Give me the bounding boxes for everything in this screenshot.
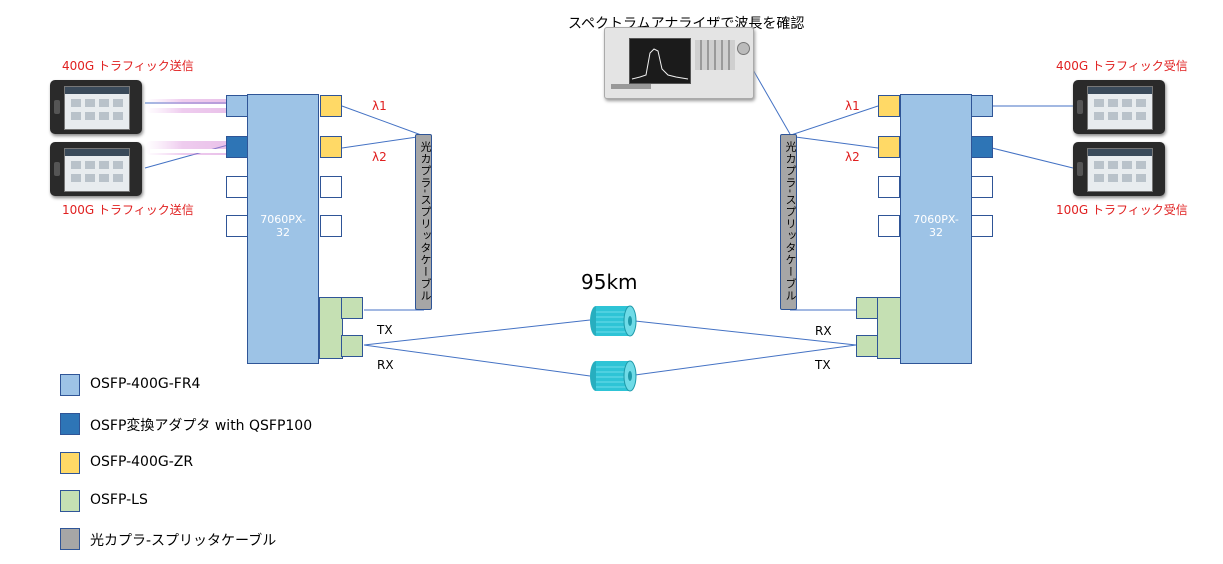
link-right-spool-rx xyxy=(634,320,857,346)
right-lambda1-label: λ1 xyxy=(845,99,860,113)
legend-swatch xyxy=(60,490,80,512)
legend-swatch xyxy=(60,452,80,474)
spectrum-analyzer-icon xyxy=(604,27,754,99)
tester-device-icon xyxy=(50,142,142,196)
distance-label: 95km xyxy=(581,270,638,294)
link-right-adp-tester xyxy=(991,147,1074,169)
right-port-empty xyxy=(971,215,993,237)
right-splitter-label: 光カプラ-スプリッタケーブル xyxy=(784,141,797,302)
link-left-tx-spool xyxy=(363,319,591,346)
left-lambda2-label: λ2 xyxy=(372,150,387,164)
link-right-spool-tx xyxy=(634,344,857,376)
left-400g-tx-label: 400G トラフィック送信 xyxy=(62,59,194,73)
left-splitter-cable: 光カプラ-スプリッタケーブル xyxy=(415,134,432,310)
left-tx-label: TX xyxy=(377,323,393,337)
right-splitter-cable: 光カプラ-スプリッタケーブル xyxy=(780,134,797,310)
left-rx-label: RX xyxy=(377,358,394,372)
right-ls-module xyxy=(877,297,901,359)
right-ls-port-2 xyxy=(856,335,878,357)
link-left-rx-spool xyxy=(363,344,591,377)
left-splitter-label: 光カプラ-スプリッタケーブル xyxy=(419,141,432,302)
link-right-splitter-zr1 xyxy=(787,105,879,137)
legend-label: OSFP-400G-FR4 xyxy=(90,376,201,392)
legend-label: 光カプラ-スプリッタケーブル xyxy=(90,533,277,549)
left-ls-port-2 xyxy=(341,335,363,357)
right-port-empty xyxy=(971,176,993,198)
legend-swatch xyxy=(60,413,80,435)
left-lambda1-label: λ1 xyxy=(372,99,387,113)
legend-label: OSFP-400G-ZR xyxy=(90,454,194,470)
tester-device-icon xyxy=(1073,80,1165,134)
right-switch-name: 7060PX-32 xyxy=(913,213,959,239)
left-port-empty xyxy=(226,215,248,237)
link-left-zr2-splitter xyxy=(341,135,425,149)
right-port-empty xyxy=(878,176,900,198)
left-ls-port-1 xyxy=(341,297,363,319)
left-port-empty xyxy=(320,176,342,198)
left-port-empty xyxy=(226,176,248,198)
right-port-adapter xyxy=(971,136,993,158)
right-port-zr-1 xyxy=(878,95,900,117)
right-port-fr4 xyxy=(971,95,993,117)
legend-swatch xyxy=(60,528,80,550)
right-100g-rx-label: 100G トラフィック受信 xyxy=(1056,203,1188,217)
right-400g-rx-label: 400G トラフィック受信 xyxy=(1056,59,1188,73)
left-port-zr-1 xyxy=(320,95,342,117)
left-switch-name: 7060PX-32 xyxy=(260,213,306,239)
right-ls-port-1 xyxy=(856,297,878,319)
fiber-spool-icon xyxy=(590,305,637,337)
link-analyzer-splitter xyxy=(751,67,791,135)
left-port-fr4 xyxy=(226,95,248,117)
right-rx-label: RX xyxy=(815,324,832,338)
link-right-splitter-zr2 xyxy=(787,135,879,149)
left-port-adapter xyxy=(226,136,248,158)
right-port-zr-2 xyxy=(878,136,900,158)
right-switch: 7060PX-32 xyxy=(900,94,972,364)
left-switch: 7060PX-32 xyxy=(247,94,319,364)
link-left-zr1-splitter xyxy=(341,105,425,137)
tester-device-icon xyxy=(1073,142,1165,196)
left-100g-tx-label: 100G トラフィック送信 xyxy=(62,203,194,217)
tester-device-icon xyxy=(50,80,142,134)
right-tx-label: TX xyxy=(815,358,831,372)
legend-label: OSFP変換アダプタ with QSFP100 xyxy=(90,418,313,434)
left-port-zr-2 xyxy=(320,136,342,158)
left-ls-module xyxy=(319,297,343,359)
legend-swatch xyxy=(60,374,80,396)
right-port-empty xyxy=(878,215,900,237)
left-port-empty xyxy=(320,215,342,237)
legend-label: OSFP-LS xyxy=(90,492,148,508)
right-lambda2-label: λ2 xyxy=(845,150,860,164)
fiber-spool-icon xyxy=(590,360,637,392)
